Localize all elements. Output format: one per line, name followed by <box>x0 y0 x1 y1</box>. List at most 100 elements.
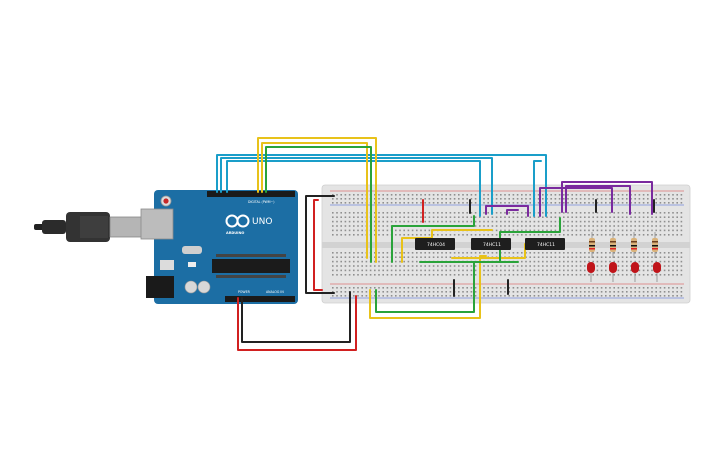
breadboard-hole <box>642 194 645 196</box>
wire-green-3[interactable] <box>391 215 475 263</box>
breadboard-hole <box>395 269 397 272</box>
breadboard-hole <box>470 212 473 214</box>
wire-yellow-2[interactable] <box>369 255 487 319</box>
wire-purple-4[interactable] <box>485 205 529 217</box>
wire-blue-4[interactable] <box>533 160 542 217</box>
wire-blue-1[interactable] <box>216 154 547 217</box>
breadboard-hole <box>432 234 435 236</box>
breadboard-hole <box>399 198 401 200</box>
breadboard-hole <box>403 198 405 200</box>
breadboard-hole <box>500 265 502 267</box>
breadboard-hole <box>554 287 557 289</box>
breadboard-hole <box>655 225 657 227</box>
breadboard-hole <box>529 265 531 267</box>
resistor-3[interactable] <box>631 232 637 258</box>
breadboard-hole <box>386 198 389 200</box>
breadboard-hole <box>663 220 666 223</box>
wire-green-2[interactable] <box>375 261 475 313</box>
wire-blue-3[interactable] <box>226 160 481 217</box>
breadboard-hole <box>584 216 586 218</box>
breadboard-hole <box>571 291 573 293</box>
breadboard-hole <box>353 212 355 214</box>
breadboard-hole <box>453 252 456 254</box>
breadboard-hole <box>672 252 674 254</box>
breadboard-hole <box>525 212 527 214</box>
wire-red-1[interactable] <box>237 295 357 351</box>
breadboard-hole <box>340 274 342 276</box>
breadboard-hole <box>462 216 464 218</box>
breadboard-hole <box>634 198 636 200</box>
resistor-band <box>610 248 616 250</box>
breadboard-hole <box>348 216 351 218</box>
breadboard-hole <box>411 265 414 267</box>
ic-chip-74hc11-a[interactable]: 74HC11 <box>471 238 511 250</box>
wire-purple-1[interactable] <box>539 187 613 217</box>
breadboard-hole <box>424 194 426 196</box>
resistor-2[interactable] <box>610 232 616 258</box>
breadboard-hole <box>529 216 531 218</box>
breadboard-hole <box>340 269 342 272</box>
breadboard-hole <box>332 202 334 204</box>
breadboard-hole <box>600 225 603 227</box>
reset-button[interactable] <box>163 198 169 204</box>
arduino-uno-board[interactable]: UNO ARDUINO DIGITAL (PWM~) POWER ANALOG … <box>140 190 298 304</box>
breadboard-hole <box>332 216 334 218</box>
led-2[interactable] <box>609 262 617 282</box>
breadboard-hole <box>432 194 435 196</box>
breadboard-hole <box>449 252 452 254</box>
breadboard-hole <box>647 269 649 272</box>
breadboard-hole <box>537 225 540 227</box>
breadboard-hole <box>382 220 384 223</box>
ic-chip-74hc04[interactable]: 74HC04 <box>415 238 455 250</box>
usb-cable[interactable] <box>34 212 149 242</box>
wire-purple-3[interactable] <box>565 185 631 215</box>
wire-black-1[interactable] <box>241 291 351 343</box>
breadboard-hole <box>668 202 670 204</box>
led-4[interactable] <box>653 262 661 282</box>
breadboard-hole <box>617 274 620 276</box>
led-1[interactable] <box>587 262 595 282</box>
resistor-4[interactable] <box>652 232 658 258</box>
breadboard-hole <box>621 225 624 227</box>
breadboard-hole <box>621 265 624 267</box>
wire-black-2[interactable] <box>305 195 335 294</box>
resistor-1[interactable] <box>589 232 595 258</box>
ic-chip-74hc11-b[interactable]: 74HC11 <box>525 238 565 250</box>
led-body <box>587 262 595 273</box>
breadboard-hole <box>332 265 334 267</box>
breadboard-hole <box>386 260 389 263</box>
breadboard-hole <box>382 269 384 272</box>
breadboard-hole <box>399 269 401 272</box>
digital-pin-header[interactable] <box>207 191 295 197</box>
breadboard-hole <box>458 295 460 297</box>
resistor-band <box>589 241 595 243</box>
breadboard-hole <box>495 274 498 276</box>
breadboard-hole <box>638 234 641 236</box>
breadboard-hole <box>651 229 653 232</box>
wire-red-2[interactable] <box>313 199 323 291</box>
breadboard-hole <box>378 202 380 204</box>
breadboard-hole <box>592 198 594 200</box>
breadboard-hole <box>348 256 351 258</box>
breadboard-hole <box>542 198 544 200</box>
breadboard-hole <box>483 225 485 227</box>
wire-yellow-top[interactable] <box>261 142 368 259</box>
wire-purple-5[interactable] <box>506 209 519 215</box>
wire-yellow-1[interactable] <box>257 137 377 263</box>
breadboard-hole <box>386 229 389 232</box>
breadboard-hole <box>487 252 489 254</box>
breadboard-hole <box>332 234 334 236</box>
wire-green-1[interactable] <box>265 146 372 263</box>
breadboard-hole <box>470 216 473 218</box>
led-3[interactable] <box>631 262 639 282</box>
breadboard-hole <box>336 260 338 263</box>
breadboard-hole <box>445 234 447 236</box>
wire-blue-2[interactable] <box>220 157 493 215</box>
power-analog-pin-header[interactable] <box>225 296 295 302</box>
breadboard-hole <box>479 234 481 236</box>
breadboard-hole <box>659 194 662 196</box>
breadboard-hole <box>495 198 498 200</box>
breadboard-hole <box>411 234 414 236</box>
wire-purple-2[interactable] <box>561 181 653 215</box>
breadboard-hole <box>491 234 494 236</box>
